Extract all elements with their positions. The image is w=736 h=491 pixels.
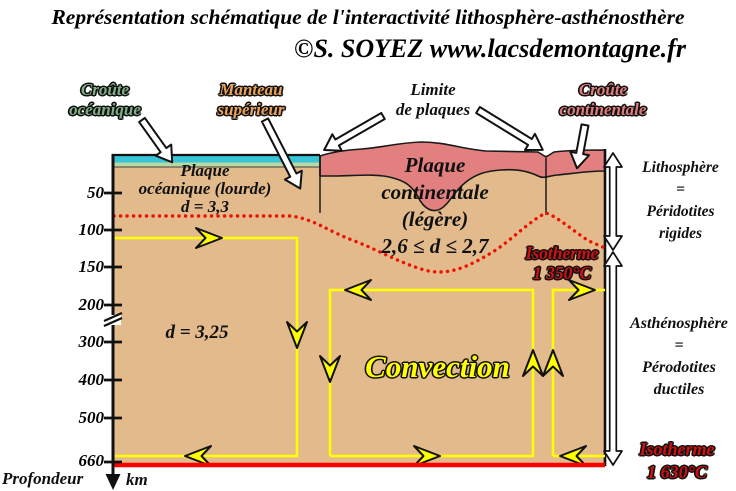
page-title: Représentation schématique de l'interact… xyxy=(51,5,685,29)
label-continental-plate: Plaque continentale (légère) 2,6 ≤ d ≤ 2… xyxy=(381,153,489,258)
label-oceanic-plate: Plaque océanique (lourde) d = 3,3 xyxy=(138,161,272,216)
label-convection: Convection xyxy=(365,349,510,384)
asthenosphere-extent-arrow-icon xyxy=(603,251,623,466)
axis-tick-label: 400 xyxy=(78,370,105,389)
label-isotherm-1350: Isotherme 1 350°C xyxy=(525,243,599,283)
label-lithosphere: Lithosphère = Péridotites rigides xyxy=(642,159,719,242)
axis-break-icon xyxy=(103,311,123,328)
axis-down-arrow-icon xyxy=(105,474,121,490)
axis-tick-label: 200 xyxy=(78,295,105,314)
label-mantle-density: d = 3,25 xyxy=(165,322,229,343)
axis-tick-label: 150 xyxy=(78,257,105,276)
label-oceanic-crust: Croûte océanique xyxy=(69,80,141,119)
plate-limit-right-arrow-icon xyxy=(475,106,544,152)
label-upper-mantle: Manteau supérieur xyxy=(217,80,285,119)
continental-crust-shape xyxy=(319,141,606,212)
label-plate-limit: Limite de plaques xyxy=(395,80,471,119)
axis-label-depth: Profondeur xyxy=(2,469,84,488)
label-asthenosphere: Asthénosphère = Pérodotites ductiles xyxy=(630,315,728,398)
mantle-block xyxy=(113,155,605,466)
axis-tick-label: 50 xyxy=(87,183,104,202)
axis-tick-label: 300 xyxy=(78,332,105,351)
continental-crust-arrow-icon xyxy=(569,123,591,170)
depth-axis xyxy=(103,154,123,490)
credit-line: ©S. SOYEZ www.lacsdemontagne.fr xyxy=(294,34,686,63)
label-continental-crust: Croûte continentale xyxy=(559,80,647,119)
callout-arrows xyxy=(138,106,591,190)
axis-tick-label: 100 xyxy=(78,220,105,239)
axis-tick-label: 660 xyxy=(78,451,105,470)
axis-unit-km: km xyxy=(126,470,148,489)
convection-cell-middle xyxy=(328,288,535,458)
axis-tick-label: 500 xyxy=(78,408,105,427)
oceanic-crust-arrow-icon xyxy=(138,116,174,164)
upper-mantle-arrow-icon xyxy=(260,117,303,190)
isotherm-1350-dotted-line xyxy=(112,211,607,274)
plate-limit-left-arrow-icon xyxy=(323,111,386,152)
lithosphere-extent-arrow-icon xyxy=(603,152,623,251)
label-isotherm-1630: Isotherme 1 630°C xyxy=(639,439,715,482)
